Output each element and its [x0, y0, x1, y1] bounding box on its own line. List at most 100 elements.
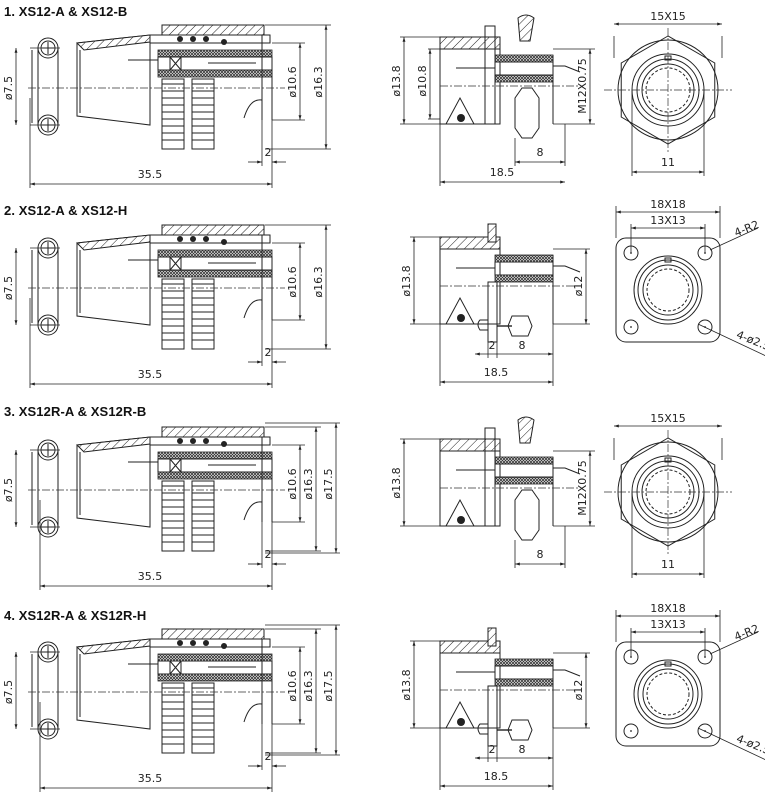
- body-circle: [637, 663, 699, 725]
- ball-bearing: [221, 39, 227, 45]
- sleeve: [149, 234, 271, 244]
- solder-tail: [553, 467, 581, 475]
- shell-cutout: [243, 99, 263, 119]
- insulator-inner: [646, 268, 690, 312]
- dim-d-right: ø12: [572, 680, 585, 701]
- dim-length: 18.5: [490, 166, 515, 179]
- solder-tail: [553, 669, 581, 677]
- grip-ring: [161, 78, 185, 150]
- leader-line: [697, 727, 765, 760]
- dim-panel-gap: 2: [489, 743, 496, 756]
- section-title-1: 1. XS12-A & XS12-B: [4, 4, 128, 19]
- dim-nut-len: 8: [519, 743, 526, 756]
- key-slot: [664, 257, 672, 263]
- ball-bearing: [190, 640, 196, 646]
- shell-cutout: [243, 501, 263, 521]
- grip-ring: [161, 682, 185, 754]
- dim-d-body: ø13.8: [390, 467, 403, 498]
- solder-tail: [553, 65, 581, 73]
- section-title-4: 4. XS12R-A & XS12R-H: [4, 608, 147, 623]
- key-notch: [445, 296, 475, 325]
- leader-line: [709, 227, 759, 251]
- panel-flange: [487, 685, 498, 747]
- dim-outer: 18X18: [650, 602, 686, 615]
- insulator-inner: [646, 672, 690, 716]
- insulator-knurl: [157, 49, 273, 58]
- contact-box: [169, 56, 182, 71]
- insulator-circle: [642, 668, 694, 720]
- sleeve: [149, 638, 271, 648]
- socket-body: [439, 438, 501, 527]
- contact-cross: [169, 56, 182, 71]
- shell-cutout: [243, 299, 263, 319]
- ball-bearing: [203, 236, 209, 242]
- insulator-knurl: [494, 74, 554, 83]
- shell-section: [75, 638, 151, 655]
- mount-hole-icon: [697, 723, 713, 739]
- dim-length: 18.5: [484, 770, 509, 783]
- dim-length: 18.5: [484, 366, 509, 379]
- ball-bearing: [221, 239, 227, 245]
- dim-panel-gap: 2: [489, 339, 496, 352]
- dim-nut-len: 8: [537, 146, 544, 159]
- dim-thread: M12X0.75: [576, 58, 589, 114]
- shell-cutout: [243, 703, 263, 723]
- ball-bearing: [177, 640, 183, 646]
- mount-hole-icon: [623, 319, 639, 335]
- dim-inner: 13X13: [650, 618, 686, 631]
- insulator-circle: [642, 264, 694, 316]
- dim-d-inner: ø10.8: [416, 65, 429, 96]
- ball-bearing: [190, 236, 196, 242]
- hex-nut: [514, 87, 540, 139]
- dim-d-outer2: ø17.5: [322, 670, 335, 701]
- flange-boss: [633, 255, 703, 325]
- set-screw-icon: [457, 314, 465, 322]
- socket-body: [439, 640, 501, 729]
- shell-section: [75, 436, 151, 453]
- dim-d-cable: ø7.5: [2, 76, 15, 100]
- contact-box: [169, 458, 182, 473]
- key-notch: [445, 498, 475, 527]
- clamp-body: [31, 450, 59, 527]
- hex-nut-top: [517, 14, 535, 42]
- body-section: [439, 36, 501, 50]
- body-section: [439, 236, 501, 250]
- contact-cross: [169, 256, 182, 271]
- flange-nut: [507, 315, 533, 337]
- dim-outer: 15X15: [650, 412, 686, 425]
- contact-box: [169, 660, 182, 675]
- square-flange: [615, 237, 721, 343]
- dim-d-body: ø13.8: [390, 65, 403, 96]
- mount-hole-icon: [697, 319, 713, 335]
- ball-bearing: [203, 438, 209, 444]
- dim-holes: 4-ø2.5: [735, 732, 765, 757]
- clamp-body: [31, 48, 59, 125]
- body-section: [439, 438, 501, 452]
- flange-top: [487, 223, 497, 243]
- contact-cavity: [494, 665, 554, 680]
- dim-d-outer2: ø17.5: [322, 468, 335, 499]
- insulator-knurl: [494, 658, 554, 667]
- hole-center: [630, 326, 632, 328]
- dim-thread: M12X0.75: [576, 460, 589, 516]
- dim-d-cable: ø7.5: [2, 478, 15, 502]
- insulator-knurl: [157, 673, 273, 682]
- socket-side-view: ø13.8 ø10.8 M12X0.75 8 18.5: [390, 14, 595, 186]
- key-notch: [445, 700, 475, 729]
- section-title-2: 2. XS12-A & XS12-H: [4, 203, 128, 218]
- body-circle: [637, 259, 699, 321]
- dim-holes: 4-ø2.5: [735, 328, 765, 353]
- ball-bearing: [177, 236, 183, 242]
- socket-body: [439, 36, 501, 125]
- dim-inner: 13X13: [650, 214, 686, 227]
- insulator-knurl: [494, 476, 554, 485]
- sleeve: [149, 34, 271, 44]
- dim-length: 35.5: [138, 772, 163, 785]
- dim-d-inner: ø10.6: [286, 468, 299, 499]
- insulator-knurl: [157, 471, 273, 480]
- flange-boss: [633, 659, 703, 729]
